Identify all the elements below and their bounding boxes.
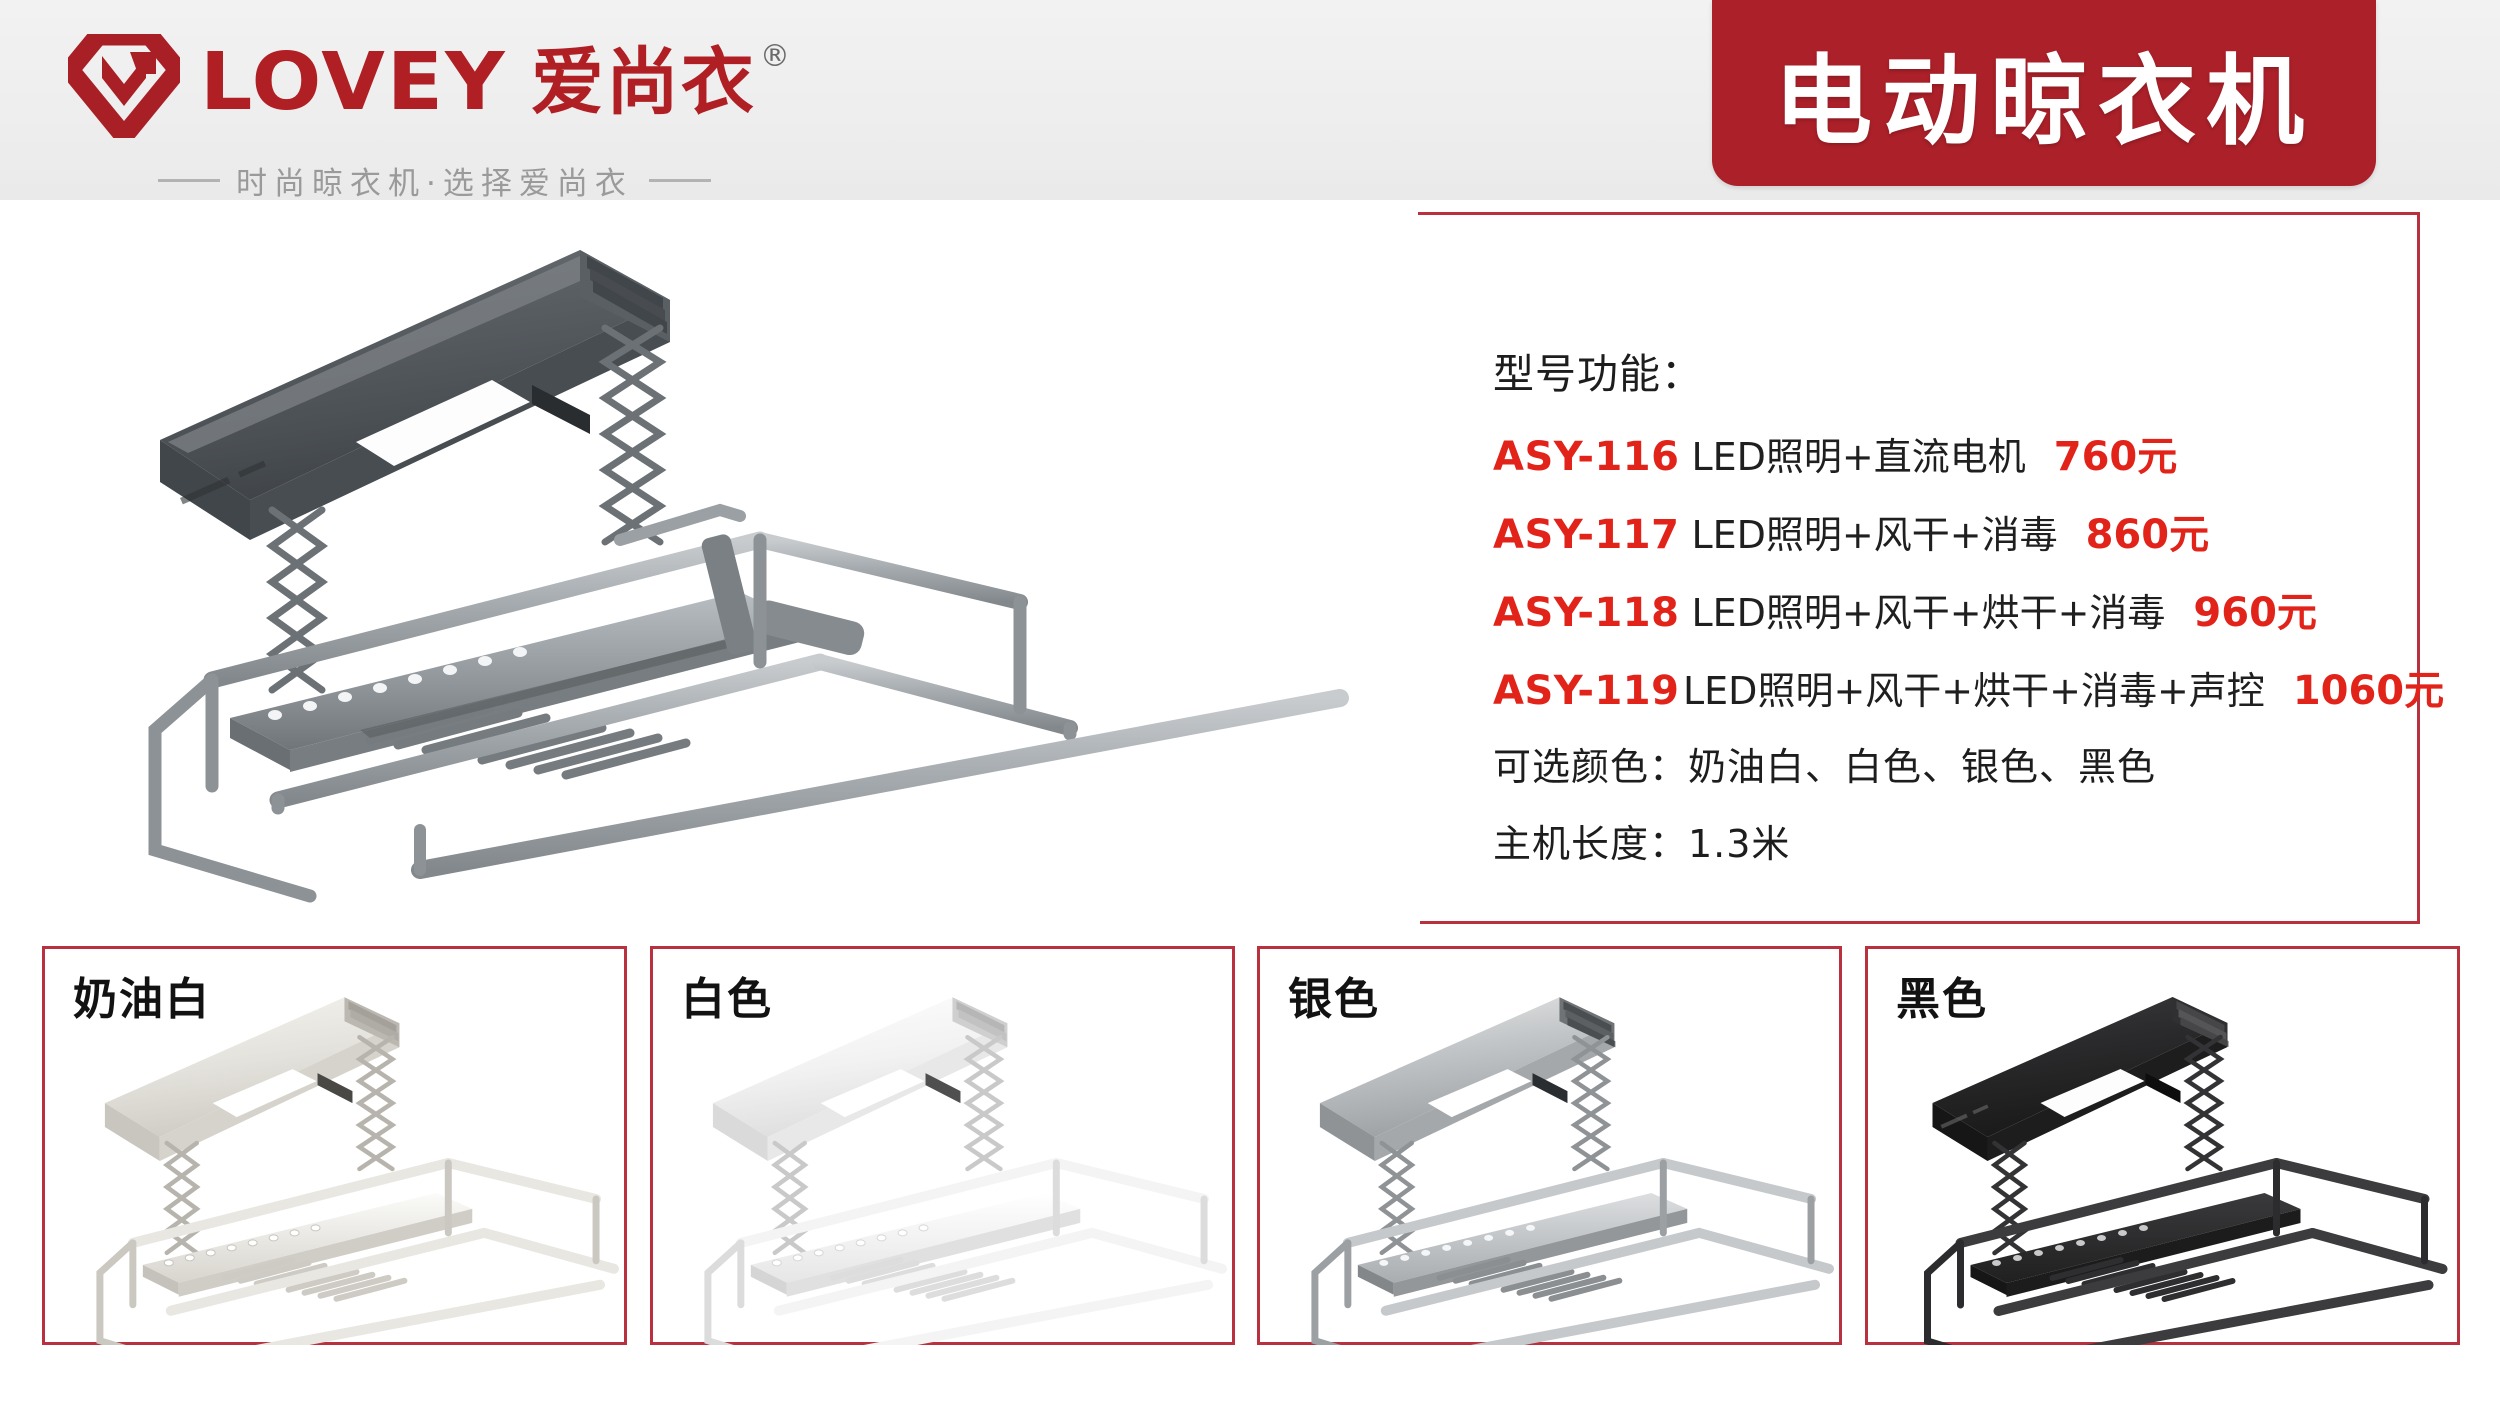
- model-features: LED照明+风干+烘干+消毒: [1691, 591, 2166, 635]
- ceiling-main-unit: [160, 250, 670, 540]
- model-price: 960元: [2193, 590, 2317, 636]
- model-code: ASY-116: [1493, 434, 1680, 480]
- lovey-diamond-v-logo-icon: [68, 34, 180, 138]
- brand-name-en: LOVEY: [200, 35, 507, 128]
- brand-name-cn: 爱尚衣: [530, 39, 756, 125]
- hero-product-image: [60, 210, 1460, 910]
- variant-label: 白色: [681, 974, 773, 1025]
- brand-logo-block: LOVEY 爱尚衣 ® 时尚晾衣机·选择爱尚衣: [60, 18, 880, 202]
- tagline-rule-left: [158, 179, 220, 182]
- tagline-text: 时尚晾衣机·选择爱尚衣: [236, 166, 633, 202]
- color-variant-white[interactable]: 白色: [650, 946, 1235, 1345]
- spec-row: ASY-119 LED照明+风干+烘干+消毒+声控 1060元: [1493, 658, 2444, 716]
- model-features: LED照明+风干+消毒: [1691, 513, 2058, 557]
- brand-wordmark: LOVEY 爱尚衣 ®: [200, 36, 790, 128]
- registered-trademark-icon: ®: [759, 38, 790, 74]
- drying-rack-illustration-silver: [1311, 997, 1835, 1345]
- variant-label: 奶油白: [73, 974, 211, 1025]
- main-unit-length-line: 主机长度：1.3米: [1493, 822, 1791, 866]
- drying-rack-illustration-white: [704, 997, 1228, 1345]
- available-colors-line: 可选颜色：奶油白、白色、银色、黑色: [1493, 745, 2157, 789]
- drying-rack-illustration: [148, 250, 1349, 903]
- variant-label: 银色: [1288, 974, 1380, 1025]
- color-variant-row: 奶油白: [0, 946, 2500, 1346]
- spec-heading: 型号功能：: [1493, 350, 1703, 398]
- color-variant-silver[interactable]: 银色: [1257, 946, 1842, 1345]
- drying-rack-illustration-black: [1924, 997, 2448, 1345]
- color-variant-cream-white[interactable]: 奶油白: [42, 946, 627, 1345]
- color-variant-black[interactable]: 黑色: [1865, 946, 2460, 1345]
- model-code: ASY-119: [1493, 668, 1680, 714]
- hanging-rails: [148, 503, 1349, 903]
- spec-frame: [1420, 212, 2420, 924]
- model-price: 860元: [2085, 512, 2210, 558]
- brand-tagline: 时尚晾衣机·选择爱尚衣: [158, 158, 711, 203]
- title-banner-text: 电动晾衣机: [1773, 44, 2314, 159]
- title-banner: 电动晾衣机: [1712, 0, 2376, 186]
- spec-row: ASY-116 LED照明+直流电机 760元: [1493, 424, 2393, 482]
- drying-rack-illustration-cream: [96, 997, 620, 1345]
- model-code: ASY-117: [1493, 512, 1680, 558]
- page-header: LOVEY 爱尚衣 ® 时尚晾衣机·选择爱尚衣 电动晾衣机: [0, 0, 2500, 202]
- model-price: 760元: [2053, 434, 2178, 480]
- drying-tray: [230, 592, 800, 780]
- model-features: LED照明+风干+烘干+消毒+声控: [1683, 669, 2265, 713]
- spec-list: 型号功能： ASY-116 LED照明+直流电机 760元 ASY-117 LE…: [1493, 340, 2444, 890]
- variant-label: 黑色: [1896, 974, 1988, 1025]
- scissor-lift-right: [598, 324, 667, 546]
- model-features: LED照明+直流电机: [1691, 435, 2026, 479]
- spec-frame-corner: [1418, 212, 1422, 215]
- model-code: ASY-118: [1493, 590, 1680, 636]
- model-price: 1060元: [2292, 668, 2445, 714]
- spec-row: ASY-117 LED照明+风干+消毒 860元: [1493, 502, 2393, 560]
- tagline-rule-right: [648, 179, 711, 182]
- spec-row: ASY-118 LED照明+风干+烘干+消毒 960元: [1493, 580, 2393, 638]
